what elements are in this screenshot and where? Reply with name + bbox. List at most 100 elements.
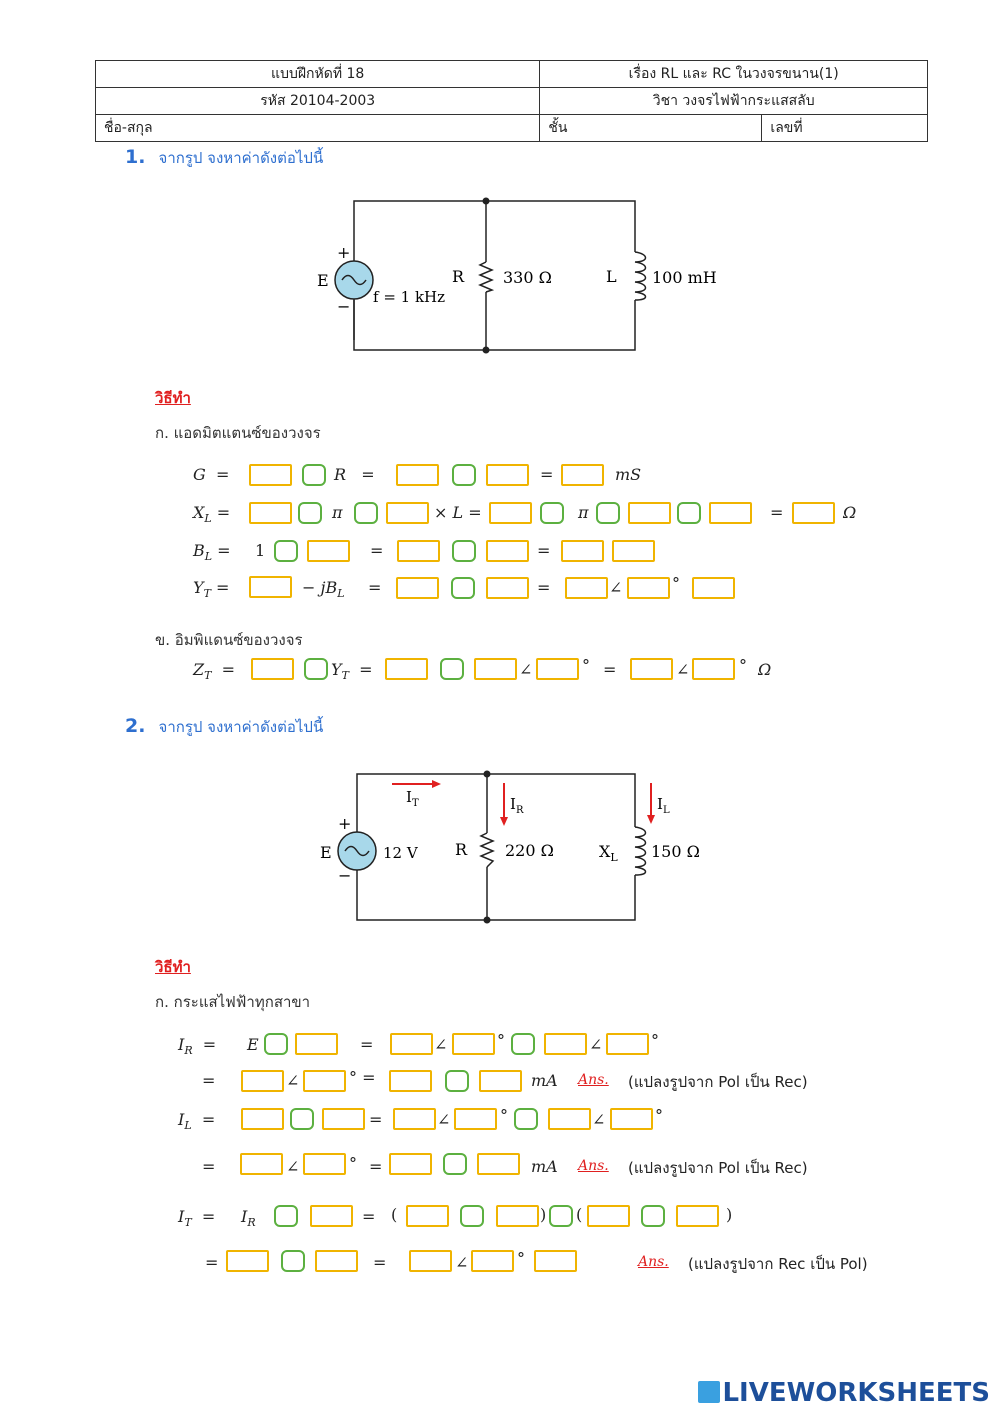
eq-ir-ref: IR <box>241 1207 256 1230</box>
operator-box[interactable] <box>264 1033 288 1055</box>
answer-box[interactable] <box>561 464 604 486</box>
answer-box[interactable] <box>251 658 294 680</box>
operator-box[interactable] <box>440 658 464 680</box>
answer-box[interactable] <box>396 577 439 599</box>
circuit-1-inductor-label: L <box>606 267 617 286</box>
answer-box[interactable] <box>389 1153 432 1175</box>
answer-box[interactable] <box>565 577 608 599</box>
answer-box[interactable] <box>536 658 579 680</box>
answer-box[interactable] <box>390 1033 433 1055</box>
answer-box[interactable] <box>630 658 673 680</box>
equals-sign: = <box>537 578 551 597</box>
answer-box[interactable] <box>792 502 835 524</box>
operator-box[interactable] <box>354 502 378 524</box>
answer-box[interactable] <box>474 658 517 680</box>
circuit-1-plus: + <box>337 243 350 262</box>
operator-box[interactable] <box>452 464 476 486</box>
answer-box[interactable] <box>709 502 752 524</box>
question-2-heading: 2. จากรูป จงหาค่าดังต่อไปนี้ <box>125 715 323 739</box>
equals-sign: = <box>360 1035 374 1054</box>
answer-box[interactable] <box>249 464 292 486</box>
answer-box[interactable] <box>393 1108 436 1130</box>
operator-box[interactable] <box>304 658 328 680</box>
answer-box[interactable] <box>310 1205 353 1227</box>
answer-box[interactable] <box>397 540 440 562</box>
name-field: ชื่อ-สกุล <box>94 114 541 142</box>
operator-box[interactable] <box>451 577 475 599</box>
answer-box[interactable] <box>561 540 604 562</box>
answer-box[interactable] <box>496 1205 539 1227</box>
angle-symbol: ∠ <box>676 660 690 679</box>
answer-box[interactable] <box>544 1033 587 1055</box>
answer-box[interactable] <box>548 1108 591 1130</box>
answer-box[interactable] <box>486 540 529 562</box>
circuit-1-resistor-value: 330 Ω <box>503 268 552 287</box>
answer-box[interactable] <box>303 1070 346 1092</box>
answer-box[interactable] <box>587 1205 630 1227</box>
operator-box[interactable] <box>274 1205 298 1227</box>
answer-box[interactable] <box>477 1153 520 1175</box>
answer-box[interactable] <box>628 502 671 524</box>
operator-box[interactable] <box>445 1070 469 1092</box>
answer-box[interactable] <box>489 502 532 524</box>
answer-box[interactable] <box>406 1205 449 1227</box>
angle-symbol: ∠ <box>286 1157 300 1176</box>
operator-box[interactable] <box>290 1108 314 1130</box>
answer-box[interactable] <box>409 1250 452 1272</box>
answer-box[interactable] <box>241 1070 284 1092</box>
answer-box[interactable] <box>479 1070 522 1092</box>
answer-box[interactable] <box>692 577 735 599</box>
answer-box[interactable] <box>322 1108 365 1130</box>
equals-sign: = <box>202 1157 216 1176</box>
operator-box[interactable] <box>549 1205 573 1227</box>
unit-ma: mA <box>531 1071 558 1090</box>
operator-box[interactable] <box>514 1108 538 1130</box>
answer-box[interactable] <box>610 1108 653 1130</box>
answer-box[interactable] <box>241 1108 284 1130</box>
answer-box[interactable] <box>307 540 350 562</box>
answer-box[interactable] <box>315 1250 358 1272</box>
header-table: แบบฝึกหัดที่ 18 เรื่อง RL และ RC ในวงจรข… <box>94 60 928 142</box>
answer-box[interactable] <box>486 464 529 486</box>
operator-box[interactable] <box>540 502 564 524</box>
degree-symbol: ° <box>739 656 747 675</box>
answer-box[interactable] <box>606 1033 649 1055</box>
answer-box[interactable] <box>226 1250 269 1272</box>
answer-box[interactable] <box>452 1033 495 1055</box>
answer-box[interactable] <box>692 658 735 680</box>
question-1-number: 1. <box>125 146 146 168</box>
operator-box[interactable] <box>596 502 620 524</box>
operator-box[interactable] <box>274 540 298 562</box>
eq-xl-label: XL = <box>193 503 231 526</box>
unit-ma: mA <box>531 1157 558 1176</box>
answer-box[interactable] <box>295 1033 338 1055</box>
operator-box[interactable] <box>281 1250 305 1272</box>
degree-symbol: ° <box>500 1106 508 1125</box>
answer-box[interactable] <box>389 1070 432 1092</box>
answer-box[interactable] <box>676 1205 719 1227</box>
answer-box[interactable] <box>534 1250 577 1272</box>
operator-box[interactable] <box>298 502 322 524</box>
equals-sign: = <box>362 1207 376 1226</box>
equals-sign: = <box>770 503 784 522</box>
operator-box[interactable] <box>443 1153 467 1175</box>
answer-box[interactable] <box>612 540 655 562</box>
operator-box[interactable] <box>511 1033 535 1055</box>
answer-box[interactable] <box>386 502 429 524</box>
answer-box[interactable] <box>249 576 292 598</box>
operator-box[interactable] <box>641 1205 665 1227</box>
operator-box[interactable] <box>302 464 326 486</box>
answer-box[interactable] <box>471 1250 514 1272</box>
answer-box[interactable] <box>396 464 439 486</box>
answer-box[interactable] <box>240 1153 283 1175</box>
degree-symbol: ° <box>582 656 590 675</box>
answer-box[interactable] <box>454 1108 497 1130</box>
answer-box[interactable] <box>385 658 428 680</box>
operator-box[interactable] <box>452 540 476 562</box>
answer-box[interactable] <box>486 577 529 599</box>
answer-box[interactable] <box>249 502 292 524</box>
operator-box[interactable] <box>677 502 701 524</box>
answer-box[interactable] <box>303 1153 346 1175</box>
answer-box[interactable] <box>627 577 670 599</box>
operator-box[interactable] <box>460 1205 484 1227</box>
